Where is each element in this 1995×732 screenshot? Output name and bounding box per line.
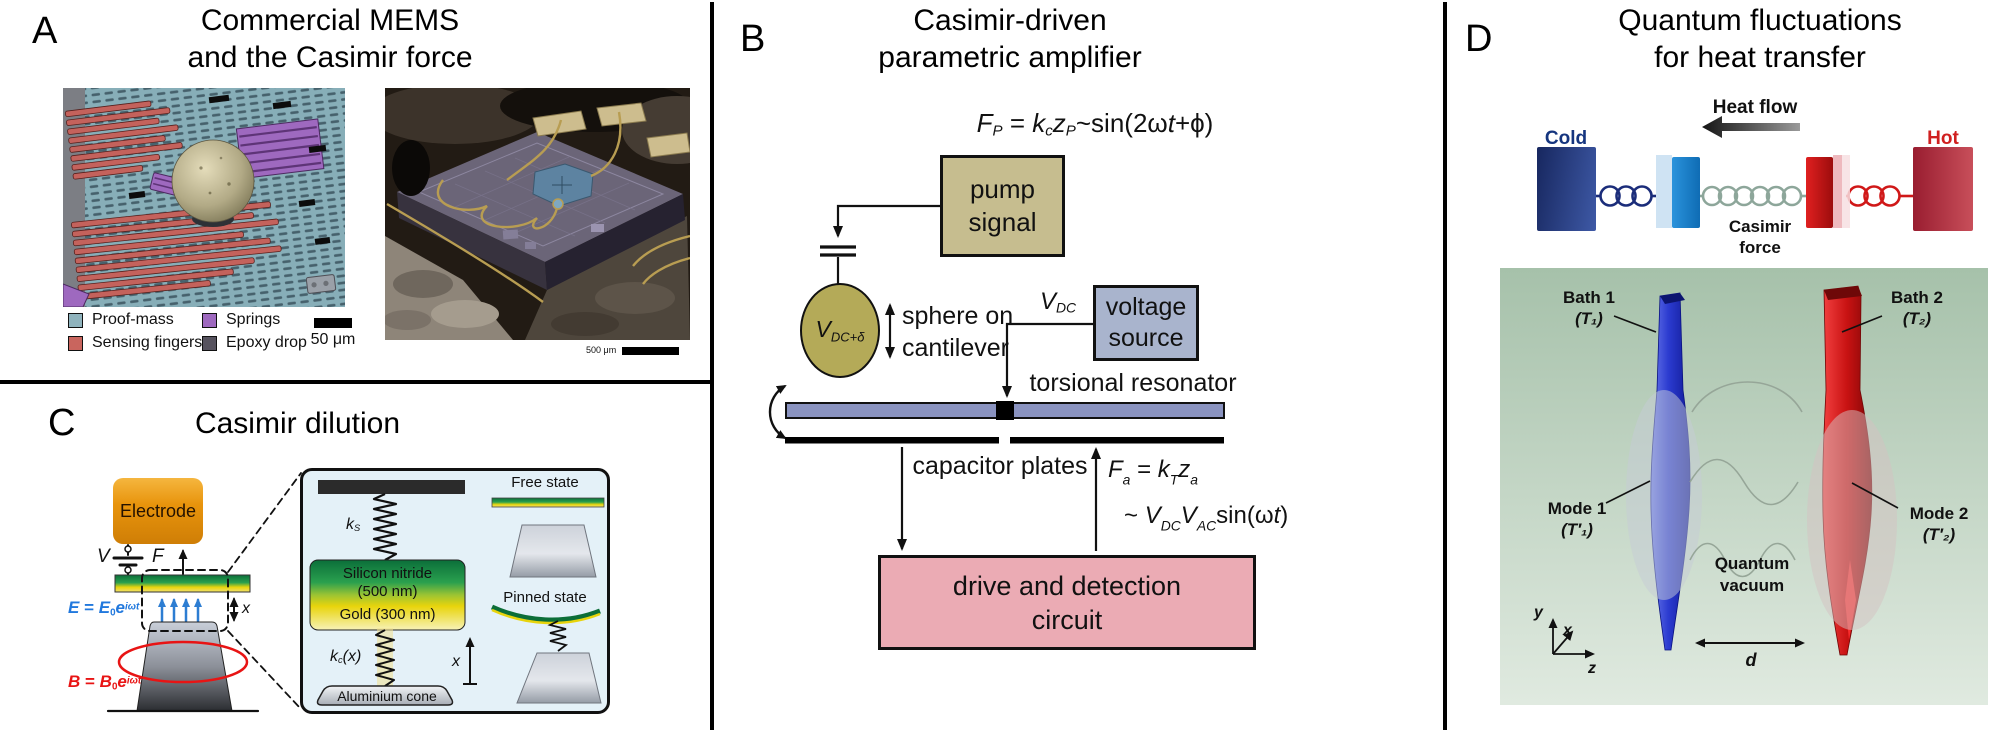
- resonator-anchor: [996, 401, 1014, 420]
- axis-z-label: z: [1588, 660, 1596, 677]
- mode2-label: Mode 2 (T′₂): [1909, 504, 1969, 544]
- panel-d-title: Quantum fluctuations for heat transfer: [1535, 2, 1985, 76]
- divider-vertical-left: [710, 2, 714, 730]
- legend-label-epoxy-drop: Epoxy drop: [226, 334, 307, 351]
- panel-a-label: A: [32, 10, 58, 52]
- panel-a-title: Commercial MEMS and the Casimir force: [80, 2, 580, 76]
- legend-label-springs: Springs: [226, 311, 281, 328]
- cold-plate: [1672, 157, 1700, 228]
- distance-d-label: d: [1745, 650, 1757, 670]
- cold-label: Cold: [1544, 128, 1588, 149]
- scale-bar-right: [622, 347, 679, 355]
- bath2-label: Bath 2 (T₂): [1891, 288, 1943, 328]
- panel-b-title-line2: parametric amplifier: [878, 41, 1142, 74]
- gold-label: Gold (300 nm): [339, 606, 436, 623]
- cold-reservoir-block: [1537, 147, 1596, 231]
- e-field-equation: E = E0eiωt: [68, 598, 140, 619]
- aluminium-cone-label: Aluminium cone: [337, 688, 437, 704]
- hot-label: Hot: [1927, 128, 1959, 149]
- panel-b-title: Casimir-driven parametric amplifier: [810, 2, 1210, 76]
- pump-force-equation: FP = kczP~sin(2ωt+ϕ): [976, 108, 1214, 140]
- legend-label-sensing-fingers: Sensing fingers: [92, 334, 203, 351]
- panel-b-label: B: [740, 18, 766, 60]
- gap-x-label: x: [242, 600, 250, 617]
- divider-vertical-right: [1443, 2, 1447, 730]
- panel-d-title-line1: Quantum fluctuations: [1618, 4, 1902, 37]
- drive-detection-box: drive and detection circuit: [878, 555, 1256, 650]
- panel-a-title-line2: and the Casimir force: [187, 41, 473, 74]
- capacitor-plates-label: capacitor plates: [912, 452, 1088, 480]
- pinned-state-label: Pinned state: [503, 589, 587, 606]
- panel-b-title-line1: Casimir-driven: [913, 4, 1107, 37]
- panel-d-label: D: [1465, 18, 1493, 60]
- legend-swatch-sensing-fingers: [68, 336, 83, 351]
- scale-bar-right-label: 500 μm: [586, 345, 617, 355]
- force-f-label: F: [152, 546, 164, 567]
- legend-swatch-springs: [202, 313, 217, 328]
- spring-constant-kc-label: kc(x): [330, 648, 362, 666]
- legend-swatch-proof-mass: [68, 313, 83, 328]
- hot-plate-halo: [1833, 155, 1842, 228]
- mems-chip-sem-image: [385, 88, 690, 340]
- legend-swatch-epoxy-drop: [202, 336, 217, 351]
- sphere-caption: sphere on cantilever: [902, 302, 1014, 362]
- heat-transfer-scene-background: [1500, 268, 1988, 705]
- cold-plate-halo: [1656, 155, 1672, 228]
- bath1-label: Bath 1 (T₁): [1563, 288, 1615, 328]
- panel-d-title-line2: for heat transfer: [1654, 41, 1866, 74]
- heat-flow-label: Heat flow: [1712, 97, 1798, 118]
- spring-constant-ks-label: kS: [346, 516, 361, 534]
- inset-x-label: x: [452, 653, 460, 670]
- sphere-electrode: VDC+δ: [800, 283, 880, 378]
- electrode-box: Electrode: [113, 478, 203, 544]
- free-state-label: Free state: [511, 474, 579, 491]
- quantum-vacuum-label: Quantum vacuum: [1714, 554, 1790, 595]
- hot-plate: [1806, 157, 1833, 228]
- hot-plate-halo-2: [1842, 155, 1850, 228]
- axis-y-label: y: [1534, 604, 1543, 621]
- voltage-v-label: V: [97, 546, 110, 567]
- pump-signal-box: pump signal: [940, 155, 1065, 257]
- mems-accelerometer-sem-image: [63, 88, 345, 307]
- divider-horizontal-ac: [0, 380, 712, 384]
- casimir-force-label: Casimir force: [1728, 217, 1792, 257]
- mode1-label: Mode 1 (T′₁): [1547, 499, 1607, 539]
- panel-c-title: Casimir dilution: [194, 407, 401, 440]
- legend-label-proof-mass: Proof-mass: [92, 311, 174, 328]
- vdc-label: VDC: [1040, 288, 1077, 316]
- voltage-source-box: voltage source: [1093, 285, 1199, 361]
- panel-c-label: C: [48, 402, 76, 444]
- panel-a-title-line1: Commercial MEMS: [200, 4, 460, 37]
- silicon-nitride-label: Silicon nitride (500 nm): [342, 565, 433, 600]
- scale-bar-left-label: 50 μm: [310, 331, 356, 348]
- torsional-resonator-label: torsional resonator: [1029, 369, 1237, 397]
- b-field-equation: B = B0eiωt: [68, 672, 142, 693]
- axis-x-label: x: [1563, 622, 1572, 639]
- actuation-force-equation: Fa = kTza ~ VDCVACsin(ωt): [1108, 456, 1289, 534]
- scale-bar-left: [314, 318, 352, 328]
- hot-reservoir-block: [1913, 147, 1973, 231]
